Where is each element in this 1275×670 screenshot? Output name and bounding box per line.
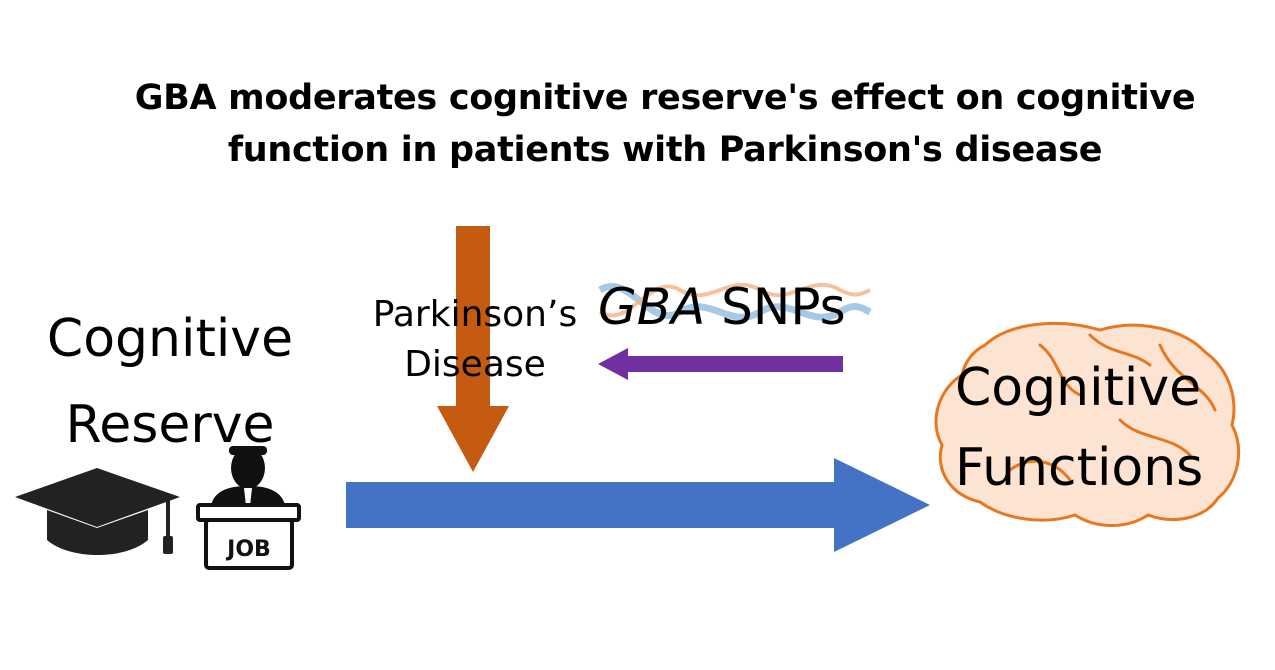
job-person-icon: [196, 446, 301, 570]
gba-gene-name: GBA: [598, 278, 706, 336]
title-line-2: function in patients with Parkinson's di…: [227, 130, 1103, 170]
parkinsons-line-2: Disease: [404, 344, 546, 385]
moderator-arrow: [437, 226, 509, 472]
parkinsons-disease-label: Parkinson’s Disease: [355, 290, 595, 390]
main-effect-arrow: [346, 458, 930, 552]
brain-icon: [934, 321, 1240, 527]
cognitive-functions-line-1: Cognitive: [955, 358, 1202, 418]
job-sign-label: JOB: [225, 537, 271, 562]
graduation-cap-icon: [15, 468, 180, 555]
cognitive-functions-label: Cognitive Functions: [955, 348, 1245, 508]
diagram-title: GBA moderates cognitive reserve's effect…: [60, 72, 1270, 176]
parkinsons-line-1: Parkinson’s: [372, 294, 578, 335]
cognitive-reserve-line-1: Cognitive: [46, 309, 294, 369]
cognitive-reserve-label: Cognitive Reserve: [20, 296, 320, 468]
gba-snps-label: GBA SNPs: [598, 272, 846, 342]
dna-helix-icon: [598, 282, 872, 321]
cognitive-reserve-line-2: Reserve: [65, 395, 275, 455]
cognitive-functions-line-2: Functions: [955, 438, 1204, 498]
title-line-1: GBA moderates cognitive reserve's effect…: [134, 78, 1196, 118]
snp-arrow: [598, 348, 843, 380]
snps-text: SNPs: [721, 278, 846, 336]
